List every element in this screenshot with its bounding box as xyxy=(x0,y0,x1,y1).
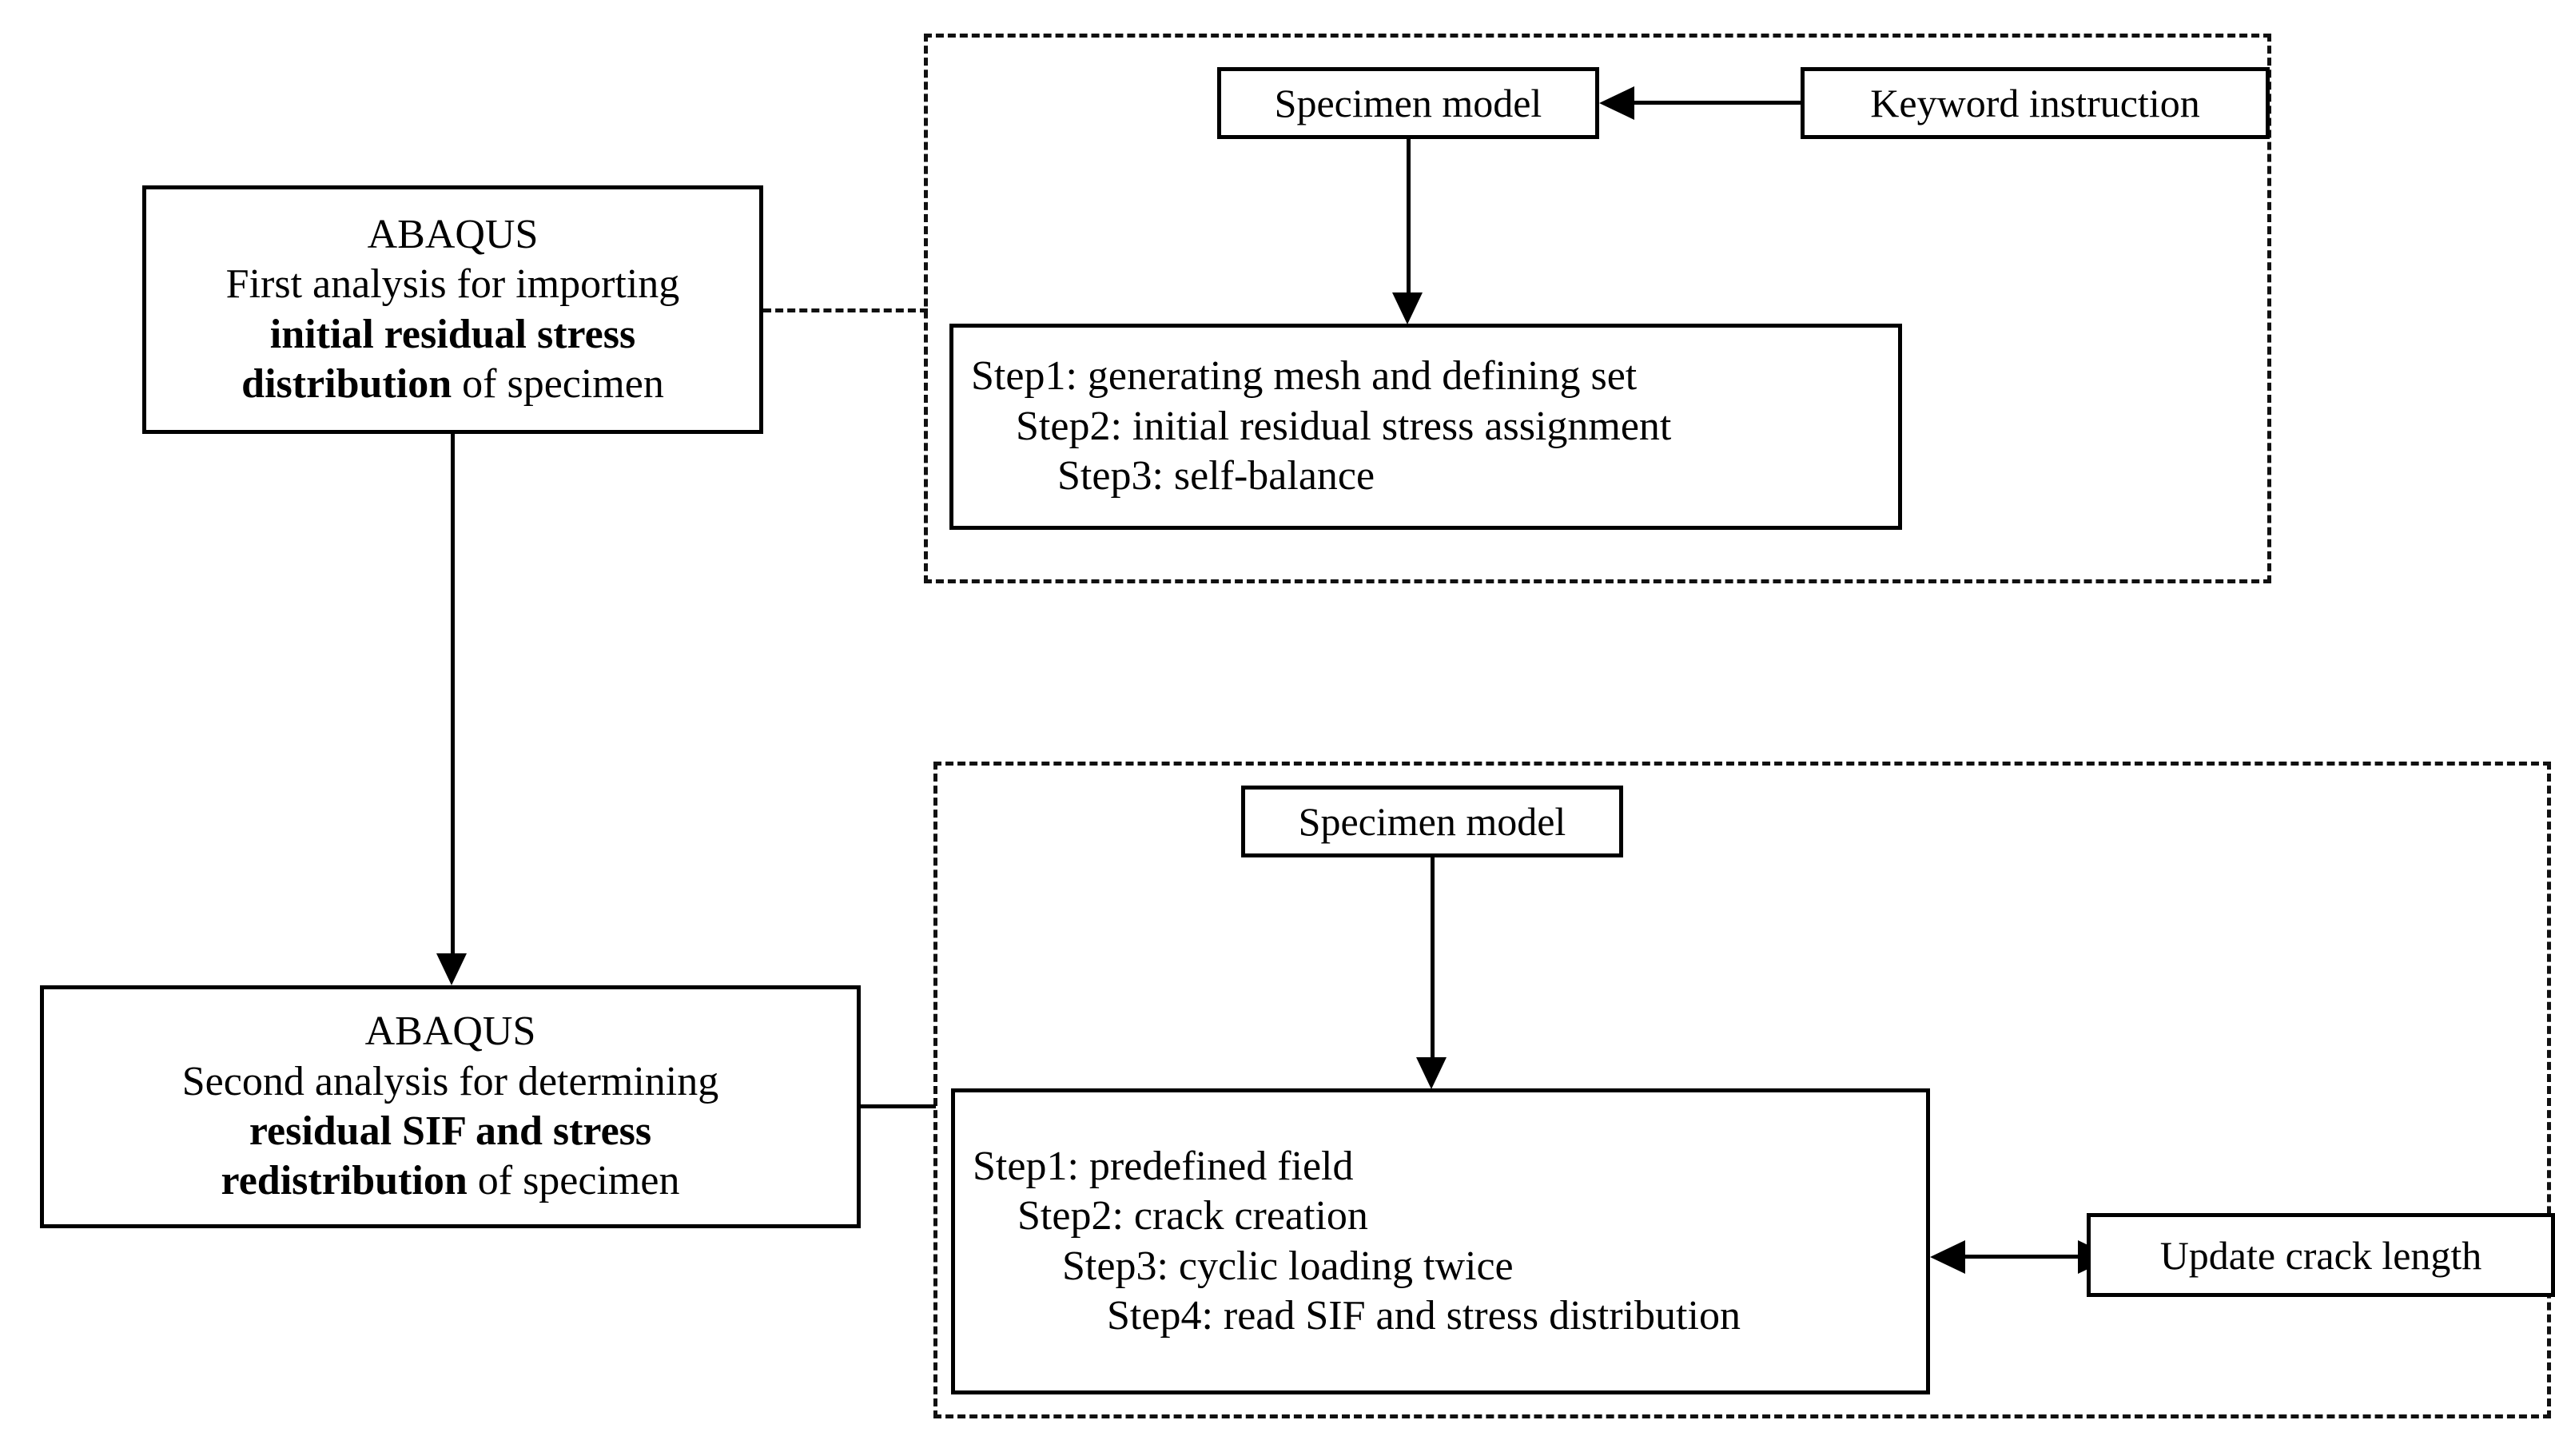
step-line-4: Step4: read SIF and stress distribution xyxy=(1107,1292,1741,1339)
abaqus-first-line-1: ABAQUS xyxy=(367,211,539,257)
connector-steps-to-update-crack-length xyxy=(1965,1255,2078,1259)
abaqus-second-line-4: redistribution of specimen xyxy=(52,1156,849,1206)
arrowhead-specimen-to-steps-second xyxy=(1416,1057,1447,1089)
node-abaqus-second-analysis[interactable]: ABAQUS Second analysis for determining r… xyxy=(40,985,861,1228)
connector-abaqus-first-to-second xyxy=(451,434,455,953)
node-keyword-instruction-label: Keyword instruction xyxy=(1870,81,2200,125)
node-steps-second-analysis[interactable]: Step1: predefined field Step2: crack cre… xyxy=(951,1088,1930,1394)
arrowhead-update-to-steps xyxy=(1930,1240,1965,1274)
abaqus-second-line-1: ABAQUS xyxy=(364,1008,536,1055)
node-update-crack-length[interactable]: Update crack length xyxy=(2087,1213,2555,1297)
connector-abaqus-second-to-group xyxy=(861,1104,936,1108)
node-update-crack-length-label: Update crack length xyxy=(2159,1232,2482,1278)
abaqus-first-line-4: distribution of specimen xyxy=(154,360,751,409)
connector-specimen-to-steps-second xyxy=(1431,857,1435,1057)
step-line-2: Step2: initial residual stress assignmen… xyxy=(1016,403,1672,449)
abaqus-second-line-4-bold: redistribution xyxy=(221,1158,468,1204)
connector-abaqus-first-to-group xyxy=(763,308,928,312)
node-steps-first-analysis[interactable]: Step1: generating mesh and defining set … xyxy=(949,324,1902,530)
step-line-2: Step2: crack creation xyxy=(1017,1193,1368,1239)
step-line-1: Step1: predefined field xyxy=(973,1143,1354,1189)
abaqus-first-line-4-bold: distribution xyxy=(241,360,452,407)
step-line-3: Step3: self-balance xyxy=(1057,453,1375,499)
node-keyword-instruction[interactable]: Keyword instruction xyxy=(1801,67,2270,139)
step-line-1: Step1: generating mesh and defining set xyxy=(971,353,1638,400)
arrowhead-abaqus-first-to-second xyxy=(436,953,467,985)
step-line-3: Step3: cyclic loading twice xyxy=(1062,1243,1514,1289)
node-specimen-model-top[interactable]: Specimen model xyxy=(1217,67,1599,139)
abaqus-second-line-2: Second analysis for determining xyxy=(181,1058,719,1104)
abaqus-first-line-4-tail: of specimen xyxy=(452,360,664,407)
abaqus-second-line-3: residual SIF and stress xyxy=(249,1108,652,1154)
abaqus-first-line-3: initial residual stress xyxy=(269,311,636,357)
dashed-group-second-analysis xyxy=(933,762,2551,1418)
node-specimen-model-bottom[interactable]: Specimen model xyxy=(1241,786,1623,857)
abaqus-second-line-4-tail: of specimen xyxy=(467,1158,680,1204)
arrowhead-keyword-to-specimen xyxy=(1599,86,1634,120)
node-abaqus-first-analysis[interactable]: ABAQUS First analysis for importing init… xyxy=(142,185,763,434)
arrowhead-specimen-to-steps-first xyxy=(1392,292,1423,324)
connector-keyword-to-specimen xyxy=(1634,101,1804,105)
node-specimen-model-bottom-label: Specimen model xyxy=(1298,799,1566,844)
abaqus-first-line-2: First analysis for importing xyxy=(225,261,680,308)
node-specimen-model-top-label: Specimen model xyxy=(1274,81,1542,125)
connector-specimen-to-steps-first xyxy=(1407,139,1411,292)
